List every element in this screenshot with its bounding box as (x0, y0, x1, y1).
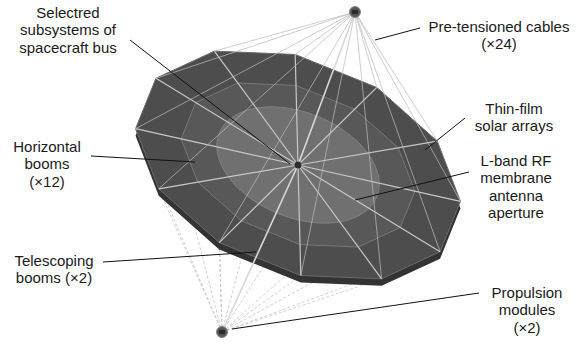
cable (156, 12, 355, 78)
boom (156, 78, 298, 165)
leader-line (425, 118, 465, 150)
callout-label: L-band RF membrane antenna aperture (474, 152, 558, 221)
leader-line (91, 156, 195, 162)
callout-label: Telescoping booms (×2) (8, 252, 100, 287)
leader-line (130, 40, 290, 164)
spacecraft-body (136, 7, 461, 338)
solar-array-inner (181, 83, 415, 247)
cable (222, 279, 382, 332)
telescoping-booms (222, 12, 355, 332)
leader-line (375, 28, 420, 40)
horizontal-booms (136, 51, 461, 279)
leader-line (355, 172, 469, 200)
callout-label: Selectred subsystems of spacecraft bus (8, 4, 128, 56)
boom (214, 51, 298, 165)
cable (355, 12, 460, 201)
leader-lines (91, 28, 479, 329)
boom (298, 165, 301, 276)
cable (295, 12, 355, 54)
cable (355, 12, 377, 87)
propulsion-module (350, 7, 361, 18)
boom (298, 165, 382, 279)
boom (298, 165, 440, 252)
cable (355, 12, 440, 252)
solar-array-ring (136, 51, 461, 279)
cable (301, 12, 355, 276)
callout-label: Thin-film solar arrays (470, 100, 558, 135)
cable (222, 276, 301, 332)
hidden-cables (136, 51, 461, 332)
module-body (350, 7, 361, 18)
cable (355, 12, 437, 141)
callout-label: Horizontal booms (×12) (6, 138, 88, 190)
cable (214, 12, 355, 51)
boom (159, 165, 298, 189)
leader-line (103, 252, 256, 262)
cable (219, 12, 355, 243)
boom (298, 141, 437, 165)
callout-label: Propulsion modules (×2) (484, 284, 570, 336)
module-detail (219, 330, 225, 334)
boom (222, 165, 298, 332)
module-body (217, 327, 228, 338)
propulsion-module (217, 327, 228, 338)
bus-hub (295, 162, 302, 169)
callout-label: Pre-tensioned cables (×24) (424, 18, 574, 53)
leader-line (232, 293, 479, 329)
module-detail (352, 10, 358, 14)
boom (298, 12, 355, 165)
top-cables (136, 12, 461, 279)
propulsion-modules (217, 7, 361, 338)
